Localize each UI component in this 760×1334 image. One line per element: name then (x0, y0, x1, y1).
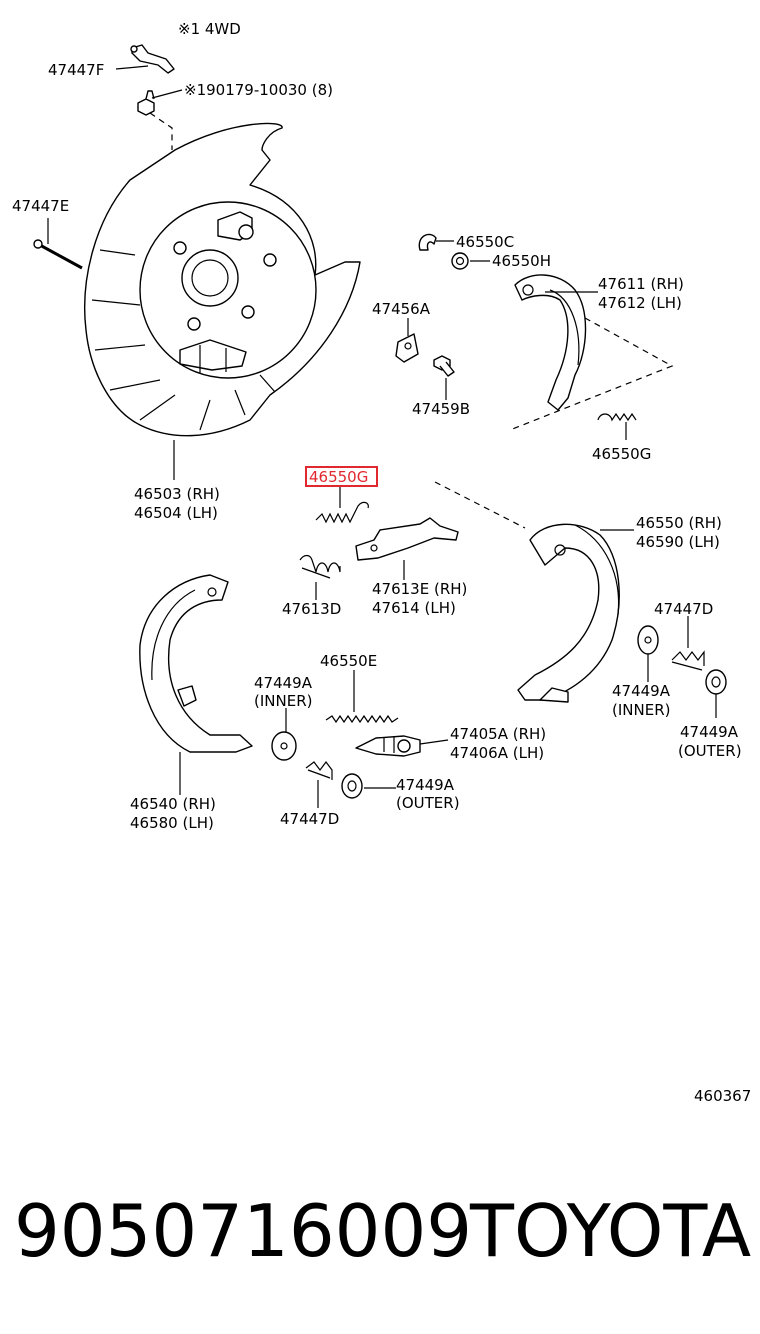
label-46540[interactable]: 46540 (RH) (130, 795, 216, 813)
label-46590[interactable]: 46590 (LH) (636, 533, 720, 551)
part-46550G-spring-right[interactable] (597, 412, 637, 422)
label-figure-number: 460367 (694, 1087, 751, 1105)
label-46550C[interactable]: 46550C (456, 233, 514, 251)
footer-part-number: 9050716009 (14, 1189, 472, 1273)
part-47447D-spring-bottom[interactable] (305, 761, 333, 780)
part-47459B-bolt[interactable] (433, 355, 455, 377)
label-47447D-bottom[interactable]: 47447D (280, 810, 339, 828)
label-inner-right: (INNER) (612, 701, 670, 719)
label-46580[interactable]: 46580 (LH) (130, 814, 214, 832)
part-46550E-spring[interactable] (325, 714, 399, 724)
label-47611[interactable]: 47611 (RH) (598, 275, 684, 293)
label-46550G-highlighted[interactable]: 46550G (309, 468, 368, 486)
footer-brand: TOYOTA (469, 1189, 751, 1273)
label-47459B[interactable]: 47459B (412, 400, 470, 418)
label-47449A-outer-right[interactable]: 47449A (680, 723, 739, 741)
label-47449A-outer-bottom[interactable]: 47449A (396, 776, 455, 794)
highlight-box (305, 466, 378, 487)
part-47447D-spring-right[interactable] (671, 650, 705, 671)
label-46503[interactable]: 46503 (RH) (134, 485, 220, 503)
part-46550G-spring-highlighted[interactable] (315, 501, 369, 524)
label-47456A[interactable]: 47456A (372, 300, 431, 318)
label-46504[interactable]: 46504 (LH) (134, 504, 218, 522)
part-47449A-outer-right-cup[interactable] (705, 669, 727, 695)
part-47449A-inner-right-washer[interactable] (637, 625, 659, 655)
part-bolt-190179[interactable] (137, 90, 155, 116)
label-47613D[interactable]: 47613D (282, 600, 341, 618)
part-47611-shoe[interactable] (514, 274, 587, 411)
label-46550[interactable]: 46550 (RH) (636, 514, 722, 532)
part-47456A-plate[interactable] (395, 333, 419, 363)
part-46550H-washer[interactable] (451, 252, 469, 270)
part-47447E-pin[interactable] (33, 239, 83, 270)
label-47447D-right[interactable]: 47447D (654, 600, 713, 618)
part-47613D-spring[interactable] (299, 554, 341, 579)
label-note-4wd: ※1 4WD (178, 20, 241, 38)
label-46550H[interactable]: 46550H (492, 252, 551, 270)
label-bolt-note[interactable]: ※190179-10030 (8) (184, 81, 333, 99)
label-47447E[interactable]: 47447E (12, 197, 69, 215)
label-46550G-right[interactable]: 46550G (592, 445, 651, 463)
label-47449A-inner-left[interactable]: 47449A (254, 674, 313, 692)
part-46540-shoe[interactable] (139, 574, 253, 753)
label-outer-right: (OUTER) (678, 742, 742, 760)
label-47613E[interactable]: 47613E (RH) (372, 580, 467, 598)
label-outer-bottom: (OUTER) (396, 794, 460, 812)
label-47449A-inner-right[interactable]: 47449A (612, 682, 671, 700)
label-47614[interactable]: 47614 (LH) (372, 599, 456, 617)
part-46503-backing-plate[interactable] (84, 122, 361, 437)
part-47447F-clip[interactable] (130, 44, 175, 74)
label-47405A[interactable]: 47405A (RH) (450, 725, 546, 743)
part-47449A-inner-left-washer[interactable] (271, 731, 297, 761)
label-47612[interactable]: 47612 (LH) (598, 294, 682, 312)
part-47613E-lever[interactable] (355, 517, 459, 561)
part-47405A-adjuster[interactable] (355, 735, 421, 757)
label-47447F[interactable]: 47447F (48, 61, 104, 79)
label-inner-left: (INNER) (254, 692, 312, 710)
part-46550C-clip[interactable] (418, 233, 437, 251)
label-46550E[interactable]: 46550E (320, 652, 377, 670)
label-47406A[interactable]: 47406A (LH) (450, 744, 544, 762)
part-47449A-outer-bottom-cup[interactable] (341, 773, 363, 799)
part-46550-shoe[interactable] (517, 523, 620, 703)
